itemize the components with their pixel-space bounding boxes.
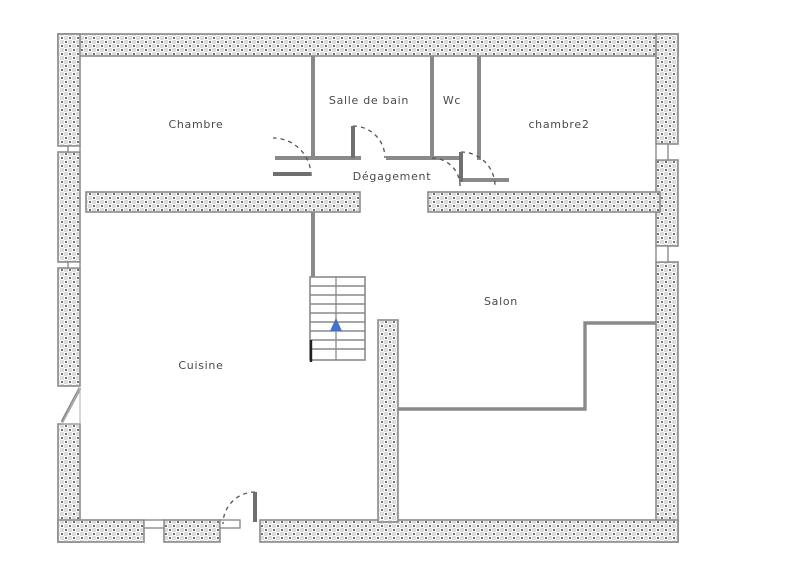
partition-sdb-wc xyxy=(430,56,434,160)
wall-top xyxy=(57,33,679,57)
window-bottom-mid xyxy=(219,519,241,529)
window-left-middle xyxy=(67,261,81,269)
room-label-cuisine: Cuisine xyxy=(178,359,223,372)
room-label-salle-de-bain: Salle de bain xyxy=(329,94,409,107)
exterior-walls xyxy=(57,33,679,543)
stair-outline xyxy=(309,276,366,361)
partition-sdb-corridor xyxy=(275,156,361,160)
door-sdb-leaf xyxy=(351,126,355,158)
door-sdb-arc xyxy=(352,125,386,159)
door-cuisine-left xyxy=(60,387,82,425)
door-entry-bottom xyxy=(222,491,257,525)
staircase xyxy=(309,276,366,362)
room-labels: Chambre Salle de bain Wc chambre2 Dégage… xyxy=(168,94,589,372)
door-chambre-leaf xyxy=(273,172,311,176)
door-wc xyxy=(431,157,461,187)
room-label-degagement: Dégagement xyxy=(353,170,431,183)
door-wc-arc xyxy=(431,157,461,187)
wall-right xyxy=(655,33,679,543)
window-bottom-left xyxy=(143,519,165,529)
door-chambre xyxy=(272,137,312,177)
wall-cuisine-salon xyxy=(377,319,399,523)
stair-up-arrow-icon xyxy=(330,318,342,331)
partition-wc-chambre2 xyxy=(477,56,481,160)
window-right-upper xyxy=(655,143,669,161)
door-salle-de-bain xyxy=(351,125,386,159)
wall-left xyxy=(57,33,81,543)
room-label-salon: Salon xyxy=(484,295,518,308)
room-label-wc: Wc xyxy=(443,94,461,107)
partition-chambre2-corridor xyxy=(459,178,509,182)
room-label-chambre2: chambre2 xyxy=(528,118,589,131)
door-entry-arc xyxy=(222,491,256,525)
window-left-upper xyxy=(67,145,81,153)
door-entry-leaf xyxy=(253,492,257,522)
wall-chambre-cuisine xyxy=(85,191,361,213)
door-chambre2-leaf xyxy=(459,152,463,182)
partition-stair-side xyxy=(311,212,315,280)
partition-salon-step xyxy=(398,321,656,411)
partition-wc-corridor xyxy=(386,156,461,160)
door-chambre2-arc xyxy=(460,151,496,187)
window-right-middle xyxy=(655,245,669,263)
door-cuisine-left-jamb xyxy=(61,387,81,425)
room-label-chambre: Chambre xyxy=(168,118,223,131)
doors xyxy=(60,125,496,525)
partition-chambre-sdb xyxy=(311,56,315,156)
door-chambre2 xyxy=(459,151,496,187)
wall-chambre2-salon xyxy=(427,191,661,213)
wall-bottom xyxy=(57,519,679,543)
